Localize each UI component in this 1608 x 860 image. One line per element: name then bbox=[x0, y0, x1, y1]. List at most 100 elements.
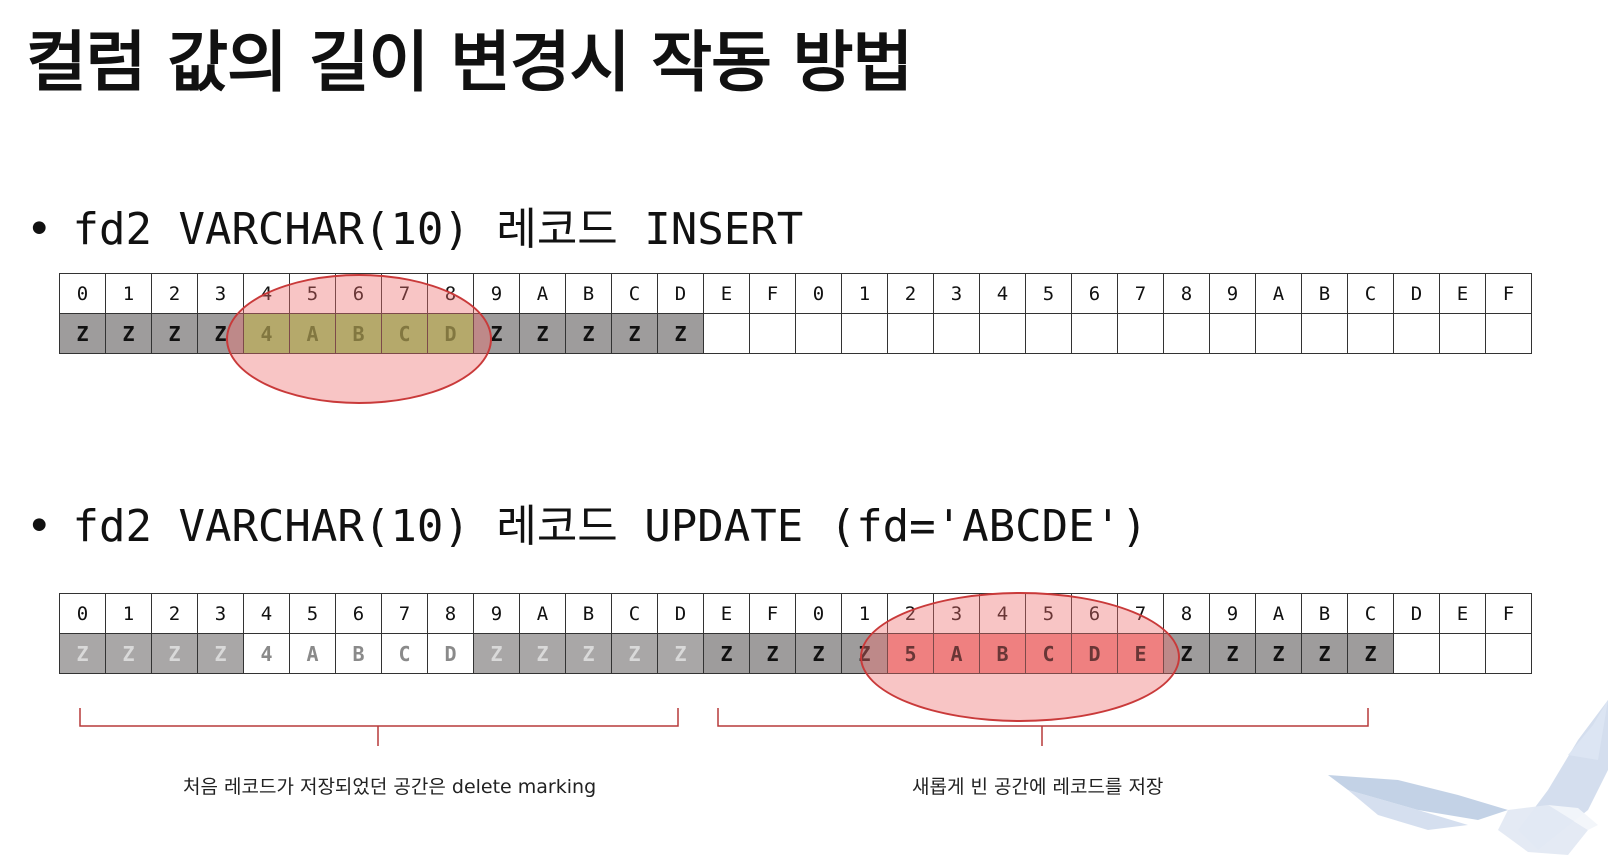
update-grid-header-cell: 3 bbox=[197, 593, 244, 634]
insert-grid-header-cell: 7 bbox=[1117, 273, 1164, 314]
update-grid-data-cell: Z bbox=[59, 633, 106, 674]
insert-grid-data-cell bbox=[1163, 313, 1210, 354]
update-grid-header-cell: 5 bbox=[1025, 593, 1072, 634]
update-grid-header-cell: A bbox=[519, 593, 566, 634]
update-grid-header-cell: A bbox=[1255, 593, 1302, 634]
update-grid-data-cell: Z bbox=[749, 633, 796, 674]
update-grid-data-cell: Z bbox=[1347, 633, 1394, 674]
insert-grid-data-cell bbox=[795, 313, 842, 354]
update-grid-data-cell: Z bbox=[1301, 633, 1348, 674]
update-grid-data-cell: Z bbox=[841, 633, 888, 674]
insert-grid-header-cell: C bbox=[611, 273, 658, 314]
insert-grid-data-cell bbox=[1255, 313, 1302, 354]
insert-grid-data-cell bbox=[1485, 313, 1532, 354]
insert-grid-data-cell bbox=[1071, 313, 1118, 354]
update-grid-header-cell: F bbox=[749, 593, 796, 634]
insert-grid-data-cell: Z bbox=[151, 313, 198, 354]
update-grid-header-cell: F bbox=[1485, 593, 1532, 634]
update-grid-data-cell: Z bbox=[611, 633, 658, 674]
left-bracket bbox=[79, 708, 679, 746]
right-bracket bbox=[717, 708, 1369, 746]
section2-heading: fd2 VARCHAR(10) 레코드 UPDATE (fd='ABCDE') bbox=[72, 501, 1148, 552]
insert-grid-data-cell bbox=[703, 313, 750, 354]
insert-grid-data-cell bbox=[749, 313, 796, 354]
section2-heading-line: •fd2 VARCHAR(10) 레코드 UPDATE (fd='ABCDE') bbox=[26, 505, 1148, 549]
insert-grid-data-cell: D bbox=[427, 313, 474, 354]
update-grid-data-cell: Z bbox=[1163, 633, 1210, 674]
update-grid-data-cell: D bbox=[427, 633, 474, 674]
insert-grid-header-cell: 0 bbox=[59, 273, 106, 314]
section1-heading: fd2 VARCHAR(10) 레코드 INSERT bbox=[72, 204, 804, 255]
insert-grid-header-cell: 6 bbox=[335, 273, 382, 314]
insert-grid-header-cell: 5 bbox=[289, 273, 336, 314]
update-grid-data-cell: Z bbox=[703, 633, 750, 674]
update-grid-data-cell: Z bbox=[1209, 633, 1256, 674]
insert-grid-header-cell: 7 bbox=[381, 273, 428, 314]
update-grid-header-cell: 9 bbox=[473, 593, 520, 634]
insert-grid-data-cell: Z bbox=[473, 313, 520, 354]
insert-grid-header-cell: C bbox=[1347, 273, 1394, 314]
insert-grid-data-cell: Z bbox=[657, 313, 704, 354]
update-grid-header-cell: 7 bbox=[381, 593, 428, 634]
insert-grid-header-cell: 6 bbox=[1071, 273, 1118, 314]
update-grid-data-cell: Z bbox=[565, 633, 612, 674]
insert-grid-data-cell: Z bbox=[519, 313, 566, 354]
update-grid-data-cell: 5 bbox=[887, 633, 934, 674]
insert-grid-data-cell bbox=[1025, 313, 1072, 354]
update-grid-data-cell: Z bbox=[657, 633, 704, 674]
update-grid-header-cell: 6 bbox=[335, 593, 382, 634]
insert-grid-header-cell: 1 bbox=[841, 273, 888, 314]
update-grid-header-cell: C bbox=[611, 593, 658, 634]
update-grid-header-cell: 2 bbox=[887, 593, 934, 634]
insert-grid-header-cell: 9 bbox=[1209, 273, 1256, 314]
insert-grid-header-cell: F bbox=[749, 273, 796, 314]
insert-grid-data-cell bbox=[1117, 313, 1164, 354]
update-grid-data-cell: 4 bbox=[243, 633, 290, 674]
insert-grid-data-cell: 4 bbox=[243, 313, 290, 354]
insert-grid-header-cell: 3 bbox=[933, 273, 980, 314]
update-grid-header-cell: 6 bbox=[1071, 593, 1118, 634]
insert-grid-header-cell: A bbox=[519, 273, 566, 314]
section1-heading-line: •fd2 VARCHAR(10) 레코드 INSERT bbox=[26, 208, 803, 252]
update-grid-data-cell: Z bbox=[151, 633, 198, 674]
update-grid-header-cell: 4 bbox=[979, 593, 1026, 634]
insert-grid-data-cell bbox=[1301, 313, 1348, 354]
update-grid-data-cell: Z bbox=[473, 633, 520, 674]
insert-grid-header-cell: 9 bbox=[473, 273, 520, 314]
update-grid-header-cell: 2 bbox=[151, 593, 198, 634]
update-grid-data-cell bbox=[1485, 633, 1532, 674]
insert-grid-data-cell bbox=[979, 313, 1026, 354]
update-grid-header-cell: 1 bbox=[105, 593, 152, 634]
insert-grid-data-cell bbox=[1439, 313, 1486, 354]
update-grid-data-cell bbox=[1393, 633, 1440, 674]
bullet-icon: • bbox=[26, 204, 53, 255]
insert-grid-header-cell: 4 bbox=[979, 273, 1026, 314]
update-grid-header-cell: E bbox=[703, 593, 750, 634]
insert-grid-header-cell: 0 bbox=[795, 273, 842, 314]
insert-grid-header-cell: B bbox=[1301, 273, 1348, 314]
insert-grid-data-cell bbox=[1209, 313, 1256, 354]
update-grid-header-cell: 4 bbox=[243, 593, 290, 634]
update-grid-header-cell: B bbox=[565, 593, 612, 634]
insert-grid-data-cell: Z bbox=[197, 313, 244, 354]
insert-grid-header-cell: E bbox=[1439, 273, 1486, 314]
update-grid-data-cell: Z bbox=[105, 633, 152, 674]
insert-grid-header-cell: E bbox=[703, 273, 750, 314]
update-grid-data-cell: Z bbox=[1255, 633, 1302, 674]
update-grid-header-cell: 5 bbox=[289, 593, 336, 634]
insert-grid-data-cell bbox=[1393, 313, 1440, 354]
insert-grid-header-cell: 4 bbox=[243, 273, 290, 314]
insert-grid-data-cell: Z bbox=[565, 313, 612, 354]
update-grid-header-cell: 8 bbox=[1163, 593, 1210, 634]
eagle-logo-icon bbox=[1328, 700, 1608, 855]
update-grid-header-cell: 0 bbox=[795, 593, 842, 634]
update-grid-data-cell: C bbox=[381, 633, 428, 674]
insert-grid-data-cell bbox=[933, 313, 980, 354]
update-grid-data-cell: B bbox=[979, 633, 1026, 674]
update-grid-data-cell: B bbox=[335, 633, 382, 674]
update-grid-header-cell: 8 bbox=[427, 593, 474, 634]
insert-grid-header-cell: A bbox=[1255, 273, 1302, 314]
